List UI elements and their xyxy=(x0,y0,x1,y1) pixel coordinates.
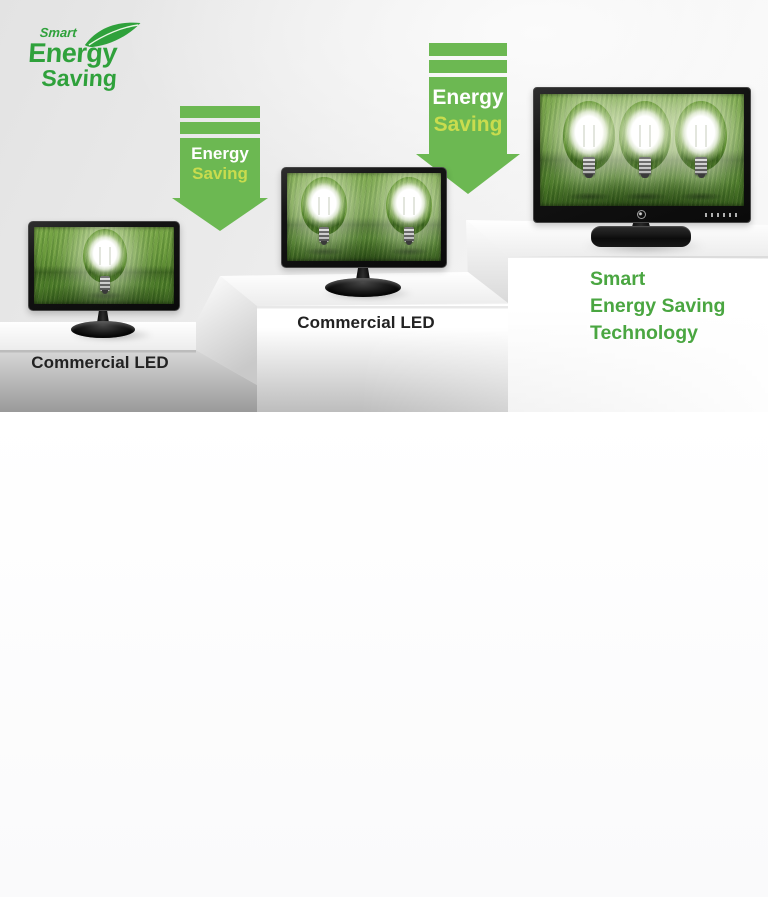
bulb-filament xyxy=(695,124,707,148)
monitor-screen xyxy=(540,94,744,206)
bulb-screw xyxy=(403,227,414,245)
bulb-screw xyxy=(695,157,708,178)
monitor-label-2: Commercial LED xyxy=(297,313,435,332)
tagline-line-3: Technology xyxy=(590,322,698,344)
monitor-large xyxy=(533,87,752,254)
arrow-word-energy: Energy xyxy=(191,144,249,163)
monitor-stand-neck xyxy=(97,309,109,323)
monitor-small xyxy=(28,221,182,347)
tagline: Smart Energy Saving Technology xyxy=(590,266,725,347)
monitor-label-1: Commercial LED xyxy=(31,353,169,372)
monitor-screen xyxy=(287,173,441,261)
bulb-screw xyxy=(100,276,111,294)
step-1-front-face xyxy=(0,350,257,412)
step-2-edge-shadow xyxy=(257,306,508,309)
bulb-glow xyxy=(300,177,347,235)
monitor-frame xyxy=(533,87,751,223)
lg-logo-icon xyxy=(637,210,646,219)
arrow-stripe xyxy=(429,43,507,56)
monitor-screen xyxy=(34,227,174,304)
monitor-stand-base xyxy=(591,226,691,247)
energy-saving-arrow-small: Energy Saving xyxy=(172,106,268,231)
arrow-stripe xyxy=(429,60,507,73)
hero-section: Smart Energy Saving Energy Saving Energy… xyxy=(0,0,768,412)
arrow-word-saving: Saving xyxy=(192,164,248,183)
arrow-body: Energy Saving xyxy=(429,77,507,154)
tagline-line-2: Energy Saving xyxy=(590,295,726,317)
bulb-filament xyxy=(639,124,651,148)
bulb-filament xyxy=(403,196,415,216)
bulb-filament xyxy=(583,124,595,148)
step-2-riser-side xyxy=(196,276,257,385)
staircase-graphic xyxy=(0,220,768,412)
bulb-floor-shadow xyxy=(559,190,619,202)
bulb-floor-shadow xyxy=(382,246,436,258)
monitor-stand-base xyxy=(71,321,135,338)
bulb-floor-shadow xyxy=(80,289,131,301)
smart-energy-saving-logo: Smart Energy Saving xyxy=(26,22,160,91)
monitor-medium xyxy=(281,167,449,301)
arrow-point xyxy=(172,198,268,231)
bulb-glow xyxy=(385,177,432,235)
bulb-glow xyxy=(83,229,128,283)
tagline-line-1: Smart xyxy=(590,268,646,290)
monitor-frame xyxy=(281,167,447,268)
bulb-floor-shadow xyxy=(671,190,732,202)
step-1-edge-shadow xyxy=(0,350,196,353)
leaf-icon xyxy=(84,22,141,47)
face-light-fade xyxy=(360,310,768,412)
bulb-screw xyxy=(582,157,595,178)
step-3-edge-shadow xyxy=(508,256,768,258)
arrow-body: Energy Saving xyxy=(180,138,260,198)
bulb-filament xyxy=(99,247,111,265)
arrow-stripe xyxy=(180,122,260,134)
bulb-filament xyxy=(318,196,330,216)
logo-word-saving: Saving xyxy=(40,65,118,91)
arrow-word-energy: Energy xyxy=(432,86,504,109)
bulb-floor-shadow xyxy=(297,246,351,258)
arrow-word-saving: Saving xyxy=(433,113,503,136)
monitor-frame xyxy=(28,221,180,311)
monitor-stand-neck xyxy=(356,265,370,280)
arrow-stripe xyxy=(180,106,260,118)
monitor-stand-base xyxy=(325,278,401,297)
bulb-screw xyxy=(318,227,329,245)
monitor-controls xyxy=(705,213,741,217)
bulb-floor-shadow xyxy=(615,190,675,202)
bulb-screw xyxy=(639,157,652,178)
